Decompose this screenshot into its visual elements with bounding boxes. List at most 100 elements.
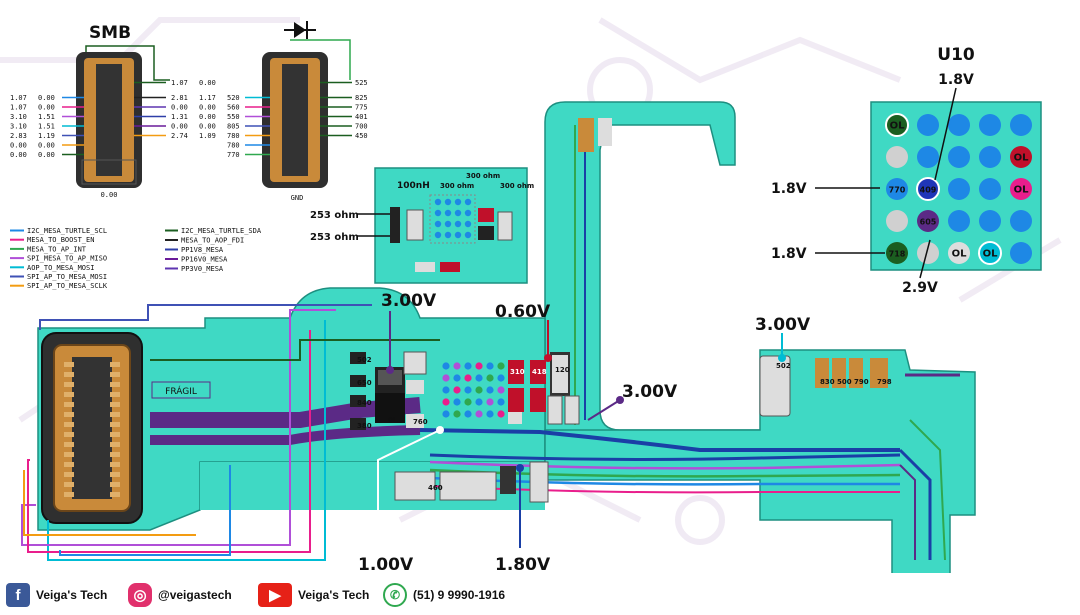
zoom-left-label-1: 253 ohm	[310, 210, 359, 221]
u10-ball-label: OL	[1014, 185, 1030, 196]
zoom-pad	[444, 209, 452, 217]
smb-left-pin-v1: 0.00	[10, 142, 27, 150]
component-label: 500	[837, 378, 852, 386]
u10-ball	[948, 242, 970, 264]
u10-top-label: 1.8V	[938, 72, 974, 88]
zoom-pad	[444, 198, 452, 206]
connector-pin	[64, 472, 74, 477]
connector-pin	[64, 402, 74, 407]
smb-right-pin-v2: 0.00	[199, 79, 216, 87]
zoom-leader-lines	[357, 213, 390, 237]
zoom-pad	[434, 198, 442, 206]
legend-item: PP1V8_MESA	[181, 246, 224, 254]
board-pad	[464, 374, 472, 382]
diode-left-value: 780	[227, 132, 240, 140]
connector-pin	[64, 482, 74, 487]
connector-pin	[64, 442, 74, 447]
smb-left-pin-v1: 1.07	[10, 94, 27, 102]
zoom-pad	[464, 209, 472, 217]
smb-left-pin-v1: 1.07	[10, 104, 27, 112]
zoom-left-label-2: 253 ohm	[310, 232, 359, 243]
connector-pin	[110, 362, 120, 367]
diode-right-value: 825	[355, 94, 368, 102]
board-pad	[497, 410, 505, 418]
voltage-callouts	[377, 311, 783, 548]
zoom-pad	[454, 209, 462, 217]
connector-pin	[64, 362, 74, 367]
u10-ball	[886, 242, 908, 264]
smb-right-pin-v2: 0.00	[199, 104, 216, 112]
board-pad	[453, 410, 461, 418]
smb-left-pin-v2: 1.51	[38, 113, 55, 121]
footer-youtube[interactable]: ▶ Veiga's Tech	[258, 583, 369, 607]
pad-grid	[442, 362, 505, 418]
component-label: 830	[820, 378, 835, 386]
footer-instagram[interactable]: ◎ @veigastech	[128, 583, 232, 607]
smb-right-pin-v1: 0.00	[171, 123, 188, 131]
component-label: 418	[532, 368, 547, 376]
diode-left-value: 805	[227, 123, 240, 131]
board-pad	[475, 386, 483, 394]
connector-pin	[110, 462, 120, 467]
diode-right-value: 401	[355, 113, 368, 121]
facebook-icon: f	[6, 583, 30, 607]
smb-right-pin-v2: 1.09	[199, 132, 216, 140]
voltage-label-4: 3.00V	[755, 315, 811, 335]
smb-left-pin-v1: 2.83	[10, 132, 27, 140]
connector-pin	[64, 372, 74, 377]
u10-ball-label: 770	[889, 186, 906, 195]
smb-left-pin-v1: 3.10	[10, 123, 27, 131]
board-pad	[442, 386, 450, 394]
diode-left-value: 780	[227, 142, 240, 150]
component-label: 840	[357, 399, 372, 407]
zoom-label: 300 ohm	[500, 182, 534, 190]
connector-pin	[64, 412, 74, 417]
component-label: 790	[854, 378, 869, 386]
voltage-label-1: 3.00V	[381, 291, 437, 311]
footer-facebook[interactable]: f Veiga's Tech	[6, 583, 107, 607]
diode-left-value: 560	[227, 104, 240, 112]
voltage-label-2: 0.60V	[495, 302, 551, 322]
instagram-label: @veigastech	[158, 588, 232, 602]
legend-item: SPI_AP_TO_MESA_MOSI	[27, 273, 107, 281]
zoom-pad	[454, 231, 462, 239]
connector-pin	[110, 452, 120, 457]
u10-ball	[978, 241, 1002, 265]
fragil-text: FRÁGIL	[165, 385, 197, 397]
component-label: 380	[357, 422, 372, 430]
signal-legend: I2C_MESA_TURTLE_SCLMESA_TO_BOOST_ENMESA_…	[10, 227, 262, 290]
u10-ball-label: 718	[889, 250, 906, 259]
smb-left-pin-v2: 1.19	[38, 132, 55, 140]
diode-right-value: 525	[355, 79, 368, 87]
u10-ball	[916, 177, 940, 201]
connector-pin	[64, 422, 74, 427]
connector-pin	[64, 392, 74, 397]
board-pad	[442, 362, 450, 370]
component-label: 310	[510, 368, 525, 376]
diode-right-value: 450	[355, 132, 368, 140]
smb-right-pin-v2: 0.00	[199, 123, 216, 131]
board-pad	[453, 362, 461, 370]
smb-left-pin-v2: 0.00	[38, 151, 55, 159]
connector-pin	[64, 452, 74, 457]
whatsapp-icon: ✆	[383, 583, 407, 607]
smb-title: SMB	[89, 23, 131, 43]
zoom-inset	[374, 167, 528, 284]
footer-whatsapp[interactable]: ✆ (51) 9 9990-1916	[383, 583, 505, 607]
u10-ball	[979, 210, 1001, 232]
instagram-icon: ◎	[128, 583, 152, 607]
smb-right-pin-v1: 2.74	[171, 132, 188, 140]
smb-right-pin-v1: 1.07	[171, 79, 188, 87]
legend-item: PP3V0_MESA	[181, 265, 224, 273]
smb-left-pin-v2: 1.51	[38, 123, 55, 131]
legend-item: AOP_TO_MESA_MOSI	[27, 264, 94, 272]
board-pad	[442, 410, 450, 418]
u10-ball-label: OL	[890, 121, 906, 132]
u10-ball	[1010, 242, 1032, 264]
connector-pin	[64, 492, 74, 497]
connector-pin	[110, 482, 120, 487]
zoom-pad	[434, 220, 442, 228]
